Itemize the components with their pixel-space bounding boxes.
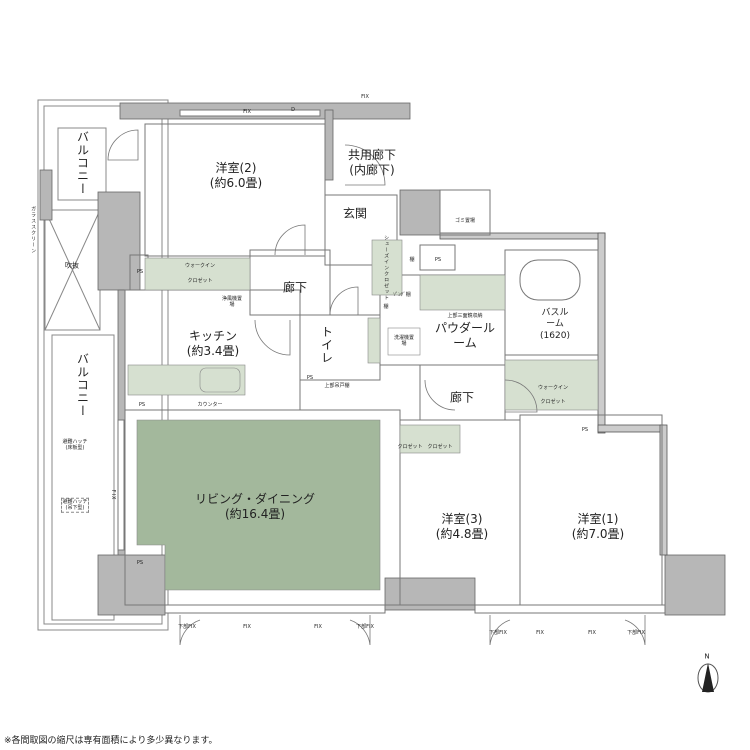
upper-storage-label: 上部吊戸棚 <box>324 382 350 389</box>
lower-fix-label: 下部FIX <box>489 629 507 636</box>
footnote: ※各間取図の縮尺は専有面積により多少異なります。 <box>4 736 218 746</box>
ps-label: PS <box>306 374 314 381</box>
closet-label: クロゼット <box>540 398 566 405</box>
ps-box <box>419 244 456 271</box>
void-label: 吹抜 <box>65 261 79 270</box>
hall-lower-label: 廊下 <box>449 390 475 405</box>
closet-label: クロゼット <box>397 443 423 450</box>
closet-label: クロゼット <box>427 443 453 450</box>
counter-label: カウンター <box>197 401 223 408</box>
lower-fix-label: 下部FIX <box>627 629 645 636</box>
fix-label: FIX <box>243 108 251 115</box>
ps-label: PS <box>138 401 146 408</box>
column <box>399 189 441 236</box>
hall-upper-label: 廊下 <box>282 280 308 295</box>
powder-label: パウダールーム <box>435 321 496 350</box>
fix-label: FIX <box>243 623 251 630</box>
shelf-label: 棚 <box>409 256 415 263</box>
north-label: N <box>704 652 710 661</box>
wic-label: ウォークイン <box>537 384 569 391</box>
lower-fix-label: 下部FIX <box>356 623 374 630</box>
garbage-label: ゴミ置場 <box>454 217 476 224</box>
living-floor <box>136 419 381 591</box>
washer-label: 洗濯機置場 <box>393 334 414 347</box>
ps-label: PS <box>136 559 144 566</box>
entrance-label: 玄関 <box>342 206 368 221</box>
glass-screen-label: ガラススクリーン <box>30 206 37 254</box>
north-arrow-icon <box>697 663 719 693</box>
balcony-side-label: バルコニー <box>75 352 90 418</box>
door-d-label: D <box>291 106 295 113</box>
fix-label: FIX <box>588 629 596 636</box>
mirror-storage-label: 上部三面鏡収納 <box>447 312 483 319</box>
column <box>97 191 141 291</box>
western2-label: 洋室(2)(約6.0畳) <box>209 161 263 190</box>
ps-label: PS <box>136 268 144 275</box>
fix-label: FIX <box>361 93 369 100</box>
fix-label: FIX <box>314 623 322 630</box>
evac-hatch-label: 避難ハッチ(床板型) <box>62 438 88 451</box>
shoes-closet-label: シューズインクロゼット <box>383 235 390 301</box>
evac-hatch-label: 避難ハッチ(吊下型) <box>61 497 89 513</box>
wic-label: ウォークイン <box>184 262 216 269</box>
living-label: リビング・ダイニング(約16.4畳) <box>194 492 316 521</box>
closet-label: クロゼット <box>187 277 213 284</box>
shelf-label: 棚 <box>383 303 389 310</box>
ps-label: PS <box>581 426 589 433</box>
kitchen-label: キッチン(約3.4畳) <box>186 329 240 358</box>
lower-fix-label: 下部FIX <box>178 623 196 630</box>
balcony-top-label: バルコニー <box>75 130 90 196</box>
western1-room <box>519 414 663 606</box>
western2-room <box>144 123 326 257</box>
fix-label: FIX <box>536 629 544 636</box>
entrance <box>324 194 398 266</box>
western1-label: 洋室(1)(約7.0畳) <box>571 512 625 541</box>
storage-label: ｿﾞﾝﾃﾞ棚 <box>393 291 411 298</box>
bathtub <box>519 259 581 301</box>
bath-label: バスルーム(1620) <box>540 308 570 341</box>
shared-corridor-label: 共用廊下(内廊下) <box>347 148 397 177</box>
balcony-side <box>51 334 115 621</box>
toilet-label: トイレ <box>319 325 334 365</box>
ps-label: PS <box>434 256 442 263</box>
fix-label: FIX <box>110 489 117 501</box>
balcony-top <box>57 127 107 201</box>
western3-label: 洋室(3)(約4.8畳) <box>435 512 489 541</box>
purifier-label: 浄風機置場 <box>222 295 243 308</box>
